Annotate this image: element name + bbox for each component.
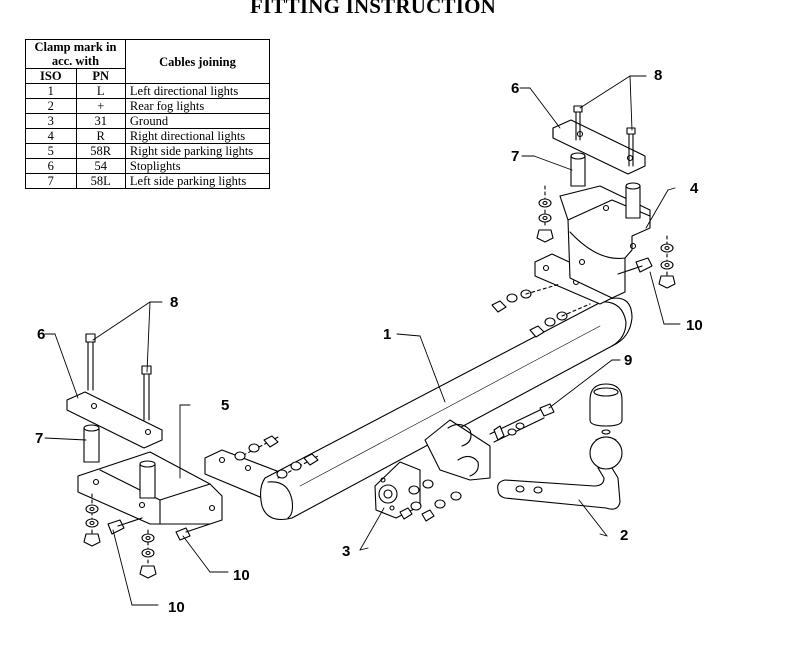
socket-fasteners — [399, 479, 462, 522]
pn-header: PN — [75, 68, 126, 84]
clamp-mark-table: Clamp mark in acc. with Cables joining I… — [25, 39, 271, 189]
callout-1: 1 — [383, 326, 391, 343]
pn-cell: 58R — [75, 143, 126, 159]
left-spacers — [83, 424, 156, 499]
table-subheader-row: ISO PN — [25, 68, 270, 84]
bar-right-fasteners — [491, 283, 591, 338]
pn-cell: 58L — [75, 173, 126, 189]
ball-arm — [497, 429, 623, 510]
ball-socket-bracket — [424, 419, 491, 481]
left-bolts — [85, 333, 152, 421]
left-clamp-plate — [66, 391, 163, 449]
right-fastener-stack — [536, 185, 676, 289]
callout-5: 5 — [221, 397, 229, 414]
callout-9: 9 — [624, 352, 632, 369]
bar-left-fasteners — [234, 435, 319, 479]
ball-cap — [589, 383, 623, 427]
cross-bar — [204, 253, 633, 521]
clamp-mark-header: Clamp mark in acc. with — [25, 39, 126, 69]
ball-mount-bolts — [489, 403, 555, 443]
right-spacers — [570, 152, 641, 219]
callout-4: 4 — [690, 180, 699, 197]
callout-10-left-a: 10 — [233, 567, 250, 584]
callout-6-right: 6 — [511, 80, 519, 97]
callout-3: 3 — [342, 543, 350, 560]
callout-10-right: 10 — [686, 317, 703, 334]
left-fastener-stack — [83, 493, 211, 579]
cable-cell: Right directional lights — [124, 128, 271, 144]
callout-10-left-b: 10 — [168, 599, 185, 616]
iso-cell: 7 — [25, 173, 77, 189]
callout-2: 2 — [620, 527, 628, 544]
socket-plate — [374, 461, 421, 519]
cable-cell: Rear fog lights — [124, 98, 271, 114]
page-title: FITTING INSTRUCTION — [250, 0, 496, 18]
callout-7-left: 7 — [35, 430, 43, 447]
cable-cell: Right side parking lights — [124, 143, 271, 159]
leader-lines — [44, 75, 681, 606]
callout-6-left: 6 — [37, 326, 45, 343]
right-bolts — [573, 105, 636, 167]
callout-8-left: 8 — [170, 294, 178, 311]
callout-8-right: 8 — [654, 67, 662, 84]
callout-7-right: 7 — [511, 148, 519, 165]
cable-cell: Left side parking lights — [124, 173, 271, 189]
table-row: 2+Rear fog lights — [25, 98, 271, 114]
